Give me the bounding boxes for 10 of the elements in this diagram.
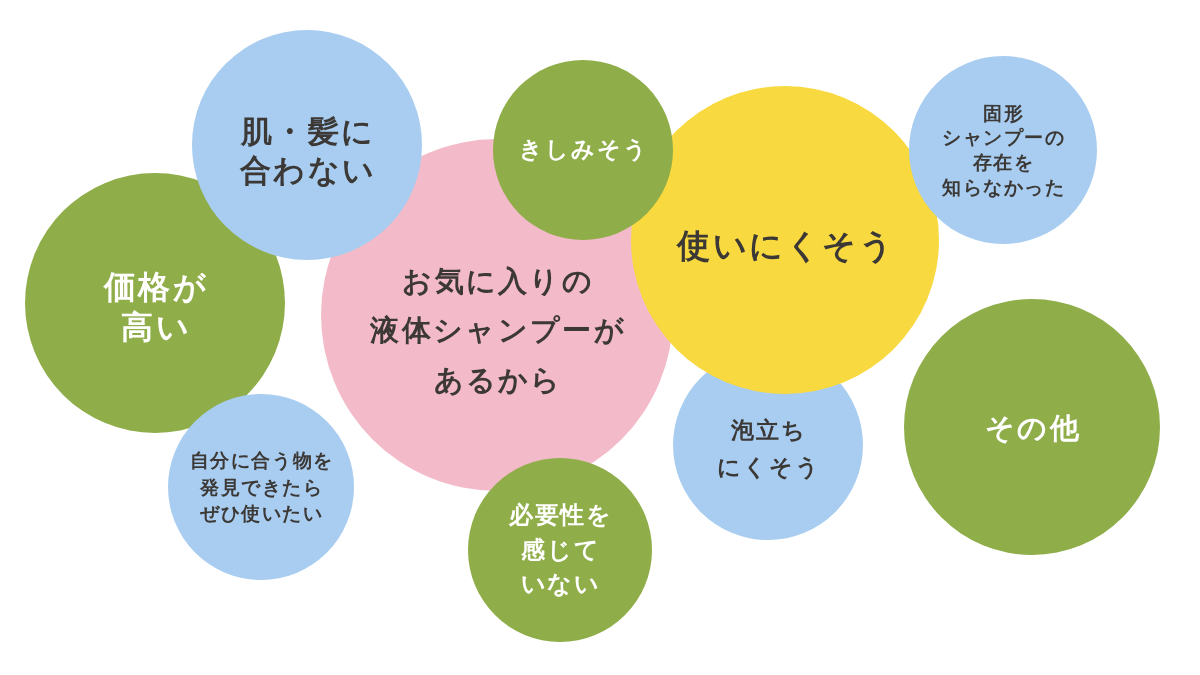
bubble-label: きしみそう bbox=[518, 135, 649, 165]
bubble-label: 泡立ちにくそう bbox=[716, 416, 821, 482]
bubble-label: 固形シャンプーの存在を知らなかった bbox=[941, 100, 1066, 200]
bubble-label: 使いにくそう bbox=[675, 224, 896, 267]
bubble-label: 自分に合う物を発見できたらぜひ使いたい bbox=[188, 448, 334, 527]
bubble-label: 必要性を感じていない bbox=[507, 499, 614, 601]
bubble-label: 価格が高い bbox=[102, 267, 209, 347]
bubble-label: その他 bbox=[984, 410, 1082, 448]
bubble-label: 肌・髪に合わない bbox=[238, 112, 377, 190]
bubble-label: お気に入りの液体シャンプーがあるから bbox=[369, 263, 626, 399]
